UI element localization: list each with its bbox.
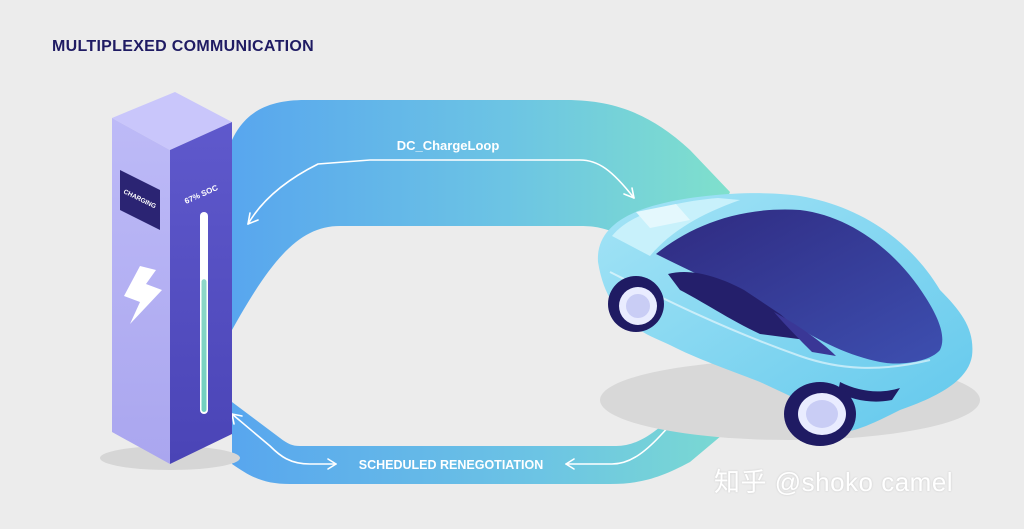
charger-top-face (112, 92, 232, 150)
lightning-bolt-icon (124, 266, 162, 324)
soc-gauge-fill (201, 279, 207, 412)
bottom-loop-band (232, 340, 790, 484)
bottom-loop-label: SCHEDULED RENEGOTIATION (359, 458, 544, 472)
top-loop-label: DC_ChargeLoop (397, 138, 500, 153)
car-roof (656, 209, 943, 364)
electric-car (597, 193, 980, 446)
watermark: 知乎 @shoko camel (714, 467, 954, 497)
charging-station: CHARGING 67% SOC (100, 92, 240, 470)
top-loop-arrow (247, 159, 635, 225)
charging-status-screen: CHARGING (120, 170, 160, 230)
top-loop-band (232, 100, 730, 330)
soc-gauge (200, 212, 208, 414)
car-front-wheel (784, 382, 856, 446)
diagram-title: MULTIPLEXED COMMUNICATION (52, 38, 314, 55)
car-rear-wheel (608, 276, 664, 332)
bottom-loop-arrow-left (231, 413, 337, 470)
